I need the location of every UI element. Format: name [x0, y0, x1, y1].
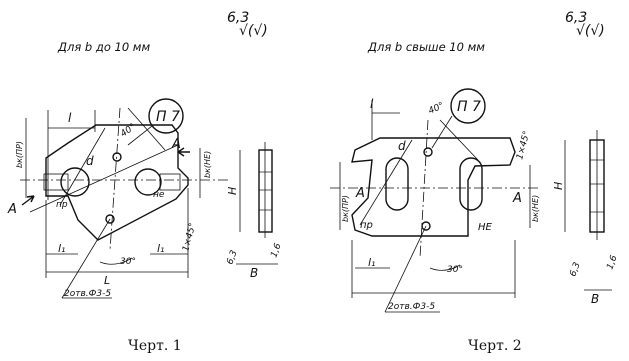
figure2-mark-circle — [450, 88, 486, 124]
figure2-label-B: B — [591, 292, 599, 306]
figure1-bore-pr — [60, 167, 90, 197]
figure1-label-bk-pr: bк(ПР) — [15, 141, 24, 168]
figure1-label-section-a-top: A — [171, 137, 181, 152]
figure2-hole-top — [423, 147, 433, 157]
figure1-hole-top — [112, 152, 122, 162]
figure2-label-section-a-left: A — [355, 186, 365, 201]
figure2-label-l1: l₁ — [368, 256, 375, 269]
figure1-section-arrow-left — [21, 195, 35, 206]
figure1-header: Для b до 10 мм — [58, 40, 151, 54]
figure1-hole-bottom — [105, 214, 115, 224]
figure1-drawing: l 40° П 7 A A d пр не bк(ПР) bк(НЕ) 1×45… — [7, 98, 284, 299]
figure1-bore-ne — [134, 168, 162, 196]
figure2-label-ne: НЕ — [478, 222, 493, 233]
figure1-label-L: L — [104, 274, 110, 287]
figure1-label-pr: пр — [56, 200, 68, 210]
figure1-leader-b — [127, 107, 166, 151]
figure1-roughness-symbol: √(√) — [239, 23, 268, 39]
figure1-mark-circle — [148, 98, 184, 134]
figure2-header: Для b свыше 10 мм — [368, 40, 485, 54]
figure2-roughness-symbol: √(√) — [576, 23, 605, 39]
figure2-rough-small-1: 6,3 — [568, 261, 582, 278]
figure1-mark-leader — [127, 125, 153, 146]
figure1-vertical-axis — [109, 107, 121, 251]
figure1-angle-arc — [99, 257, 133, 265]
figure2-label-l: l — [370, 97, 374, 111]
figure1-label-l1-right: l₁ — [157, 242, 164, 255]
figure1-label-chamfer: 1×45° — [181, 222, 198, 253]
figure2-mark-leader — [431, 115, 453, 149]
figure1-roughness-value: 6,3 — [227, 10, 250, 26]
figure2-caption: Черт. 2 — [468, 338, 522, 354]
figure1-leader-a — [59, 127, 106, 206]
figure2-label-d: d — [398, 139, 406, 153]
figure2-label-angle-top: 40° — [427, 101, 446, 117]
figure1-label-d: d — [86, 154, 94, 168]
figure2-rough-small-2: 1,6 — [605, 254, 619, 271]
figure2-plate-outline — [351, 137, 516, 237]
figure1-label-B: B — [250, 266, 258, 280]
figure1-label-H: H — [226, 187, 239, 195]
figure1-mark-label: П 7 — [156, 109, 180, 125]
figure1-label-l: l — [68, 111, 72, 125]
figure1-slot-pr — [43, 173, 69, 191]
figure1-label-section-a-left: A — [7, 202, 17, 217]
figure1-label-holes: 2отв.Ф3-5 — [64, 289, 111, 299]
figure2-drawing: l 40° П 7 A A d пр НЕ bк(ПР) bк(НЕ) 1×45… — [330, 88, 620, 313]
figure2-mark-label: П 7 — [457, 99, 481, 115]
figure2-label-section-a-right: A — [512, 191, 522, 206]
figure2-roughness-value: 6,3 — [565, 10, 588, 26]
figure2-side-view — [589, 139, 605, 233]
figure1-section-arrow-a — [177, 147, 190, 157]
figure1-label-ne: не — [153, 190, 165, 200]
figure1-section-line — [29, 144, 179, 213]
figure2-vertical-axis — [419, 119, 429, 259]
figure1-label-angle-bottom: 30° — [120, 257, 136, 267]
figure1-side-view — [258, 149, 273, 233]
figure2-label-pr: пр — [360, 220, 373, 231]
figure1-label-l1-left: l₁ — [58, 242, 65, 255]
figure1-label-bk-ne: bк(НЕ) — [203, 151, 212, 178]
figure2-bore-pr — [385, 157, 409, 211]
figure2-label-bk-ne: bк(НЕ) — [531, 195, 540, 222]
figure1-slot-ne — [159, 173, 181, 191]
figure1-plate-outline — [45, 124, 189, 241]
figure2-label-bk-pr: bк(ПР) — [341, 195, 350, 222]
figure2-bore-ne — [459, 157, 483, 211]
figure1-hole-leader — [61, 218, 111, 299]
figure2-leader-b — [439, 119, 479, 161]
figure2-label-angle-bottom: 30° — [447, 265, 463, 275]
figure2-leader-a — [359, 139, 413, 226]
figure2-angle-arc — [429, 264, 461, 271]
figure2-label-chamfer: 1×45° — [515, 130, 532, 161]
figure1-caption: Черт. 1 — [128, 338, 182, 354]
figure2-hole-leader — [384, 225, 427, 313]
figure2-hole-bottom — [421, 221, 431, 231]
figure1-rough-small-2: 1,6 — [269, 242, 283, 259]
figure2-label-holes: 2отв.Ф3-5 — [388, 302, 435, 312]
figure1-rough-small-1: 6,3 — [225, 249, 239, 266]
figure2-label-H: H — [552, 182, 565, 190]
